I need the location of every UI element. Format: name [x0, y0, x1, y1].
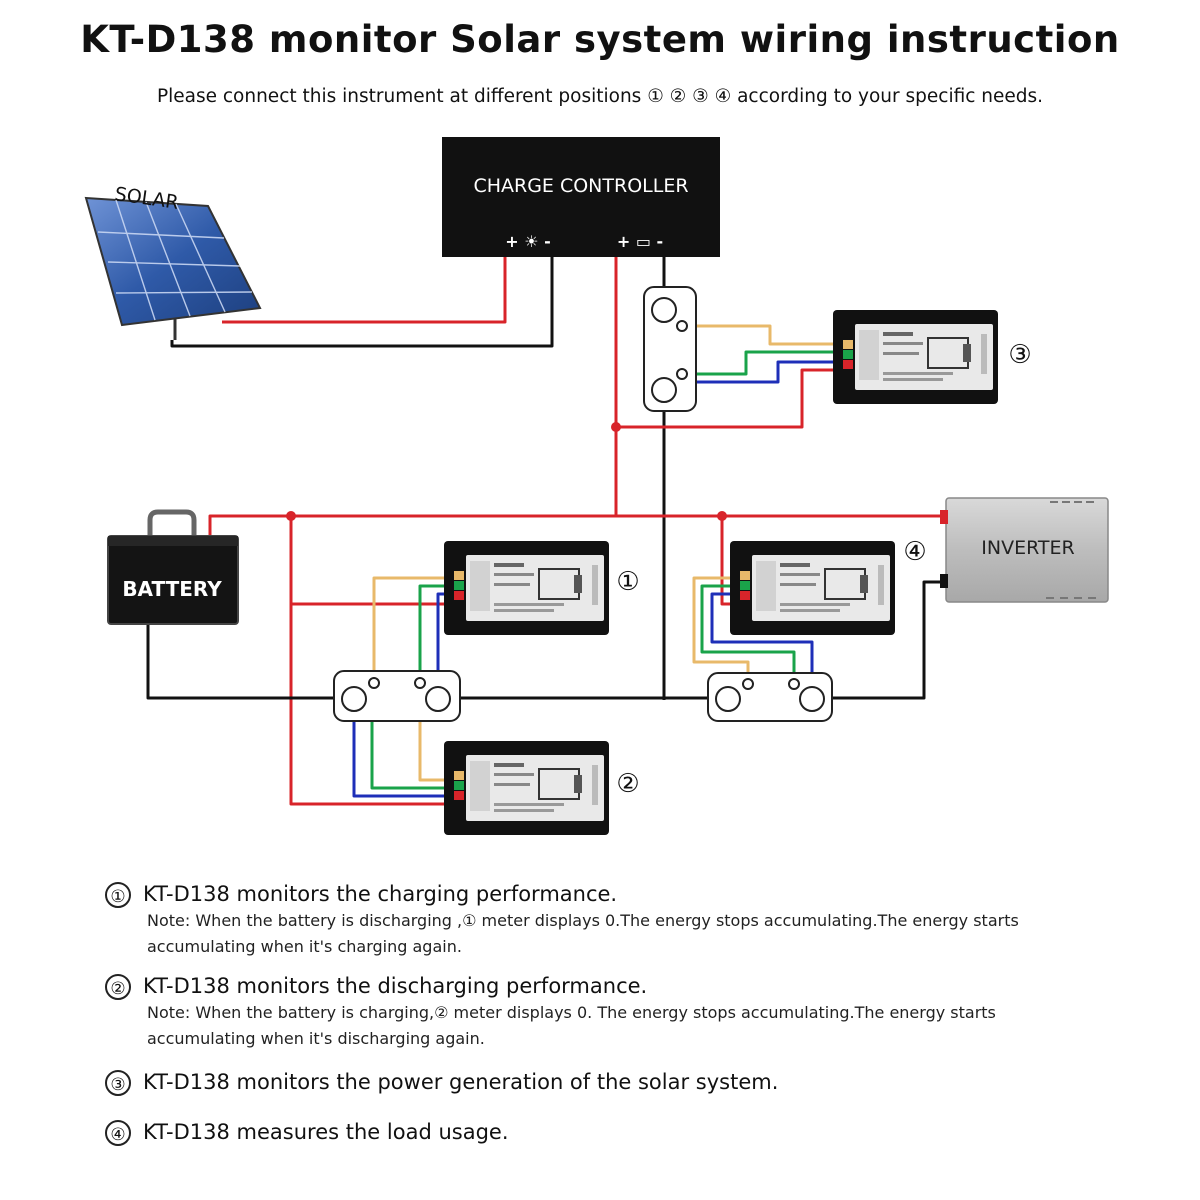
note-heading: KT-D138 measures the load usage.	[143, 1120, 509, 1144]
charge-controller: CHARGE CONTROLLER + ☀ - + ▭ -	[442, 137, 720, 257]
page-subtitle: Please connect this instrument at differ…	[156, 86, 1044, 107]
wires	[146, 253, 946, 806]
meter-2	[443, 740, 610, 836]
charge-controller-label: CHARGE CONTROLLER	[473, 175, 688, 197]
note-body: Note: When the battery is charging,② met…	[147, 1003, 996, 1048]
meter-1	[443, 540, 610, 636]
meter-marker-1: ①	[616, 567, 639, 597]
shunt-3	[643, 286, 697, 412]
page-title: KT-D138 monitor Solar system wiring inst…	[80, 18, 1120, 61]
note-number: ④	[105, 1120, 131, 1146]
battery-label: BATTERY	[122, 577, 222, 601]
inverter-label: INVERTER	[981, 537, 1074, 559]
note-2: ② KT-D138 monitors the discharging perfor…	[105, 974, 1105, 1052]
note-3: ③ KT-D138 monitors the power generation o…	[105, 1070, 1105, 1096]
controller-pv-terminal: + ☀ -	[505, 232, 551, 251]
meter-3	[832, 309, 999, 405]
junction-dots	[286, 422, 727, 521]
wiring-diagram: SOLAR	[84, 137, 1109, 836]
shunt-4	[707, 672, 833, 722]
note-heading: KT-D138 monitors the discharging perform…	[143, 974, 648, 998]
note-heading: KT-D138 monitors the power generation of…	[143, 1070, 779, 1094]
controller-battery-terminal: + ▭ -	[617, 232, 663, 251]
note-number: ②	[105, 974, 131, 1000]
note-number: ③	[105, 1070, 131, 1096]
meter-4	[729, 540, 896, 636]
inverter: INVERTER	[940, 497, 1109, 603]
shunt-1-2	[333, 670, 461, 722]
meter-marker-4: ④	[903, 537, 926, 567]
note-body: Note: When the battery is discharging ,①…	[147, 911, 1019, 956]
battery: BATTERY	[107, 509, 239, 625]
note-number: ①	[105, 882, 131, 908]
meter-marker-3: ③	[1008, 340, 1031, 370]
solar-panel: SOLAR	[84, 183, 262, 340]
meter-marker-2: ②	[616, 769, 639, 799]
note-1: ① KT-D138 monitors the charging performan…	[105, 882, 1105, 960]
note-4: ④ KT-D138 measures the load usage.	[105, 1120, 1105, 1146]
note-heading: KT-D138 monitors the charging performanc…	[143, 882, 618, 906]
